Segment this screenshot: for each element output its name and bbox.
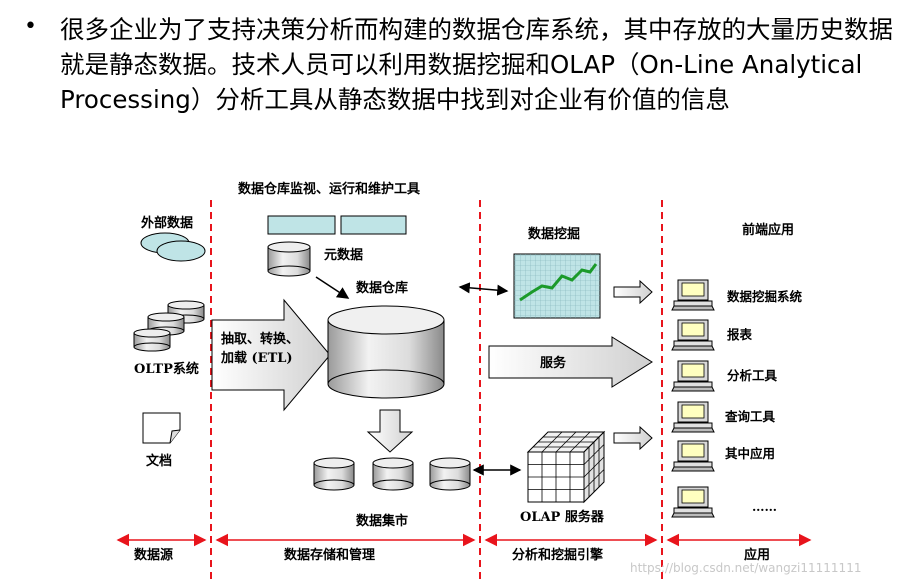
section-label-engine: 分析和挖掘引擎 [512,547,603,563]
app-label-more: …… [752,499,777,514]
watermark-text: https://blog.csdn.net/wangzi11111111 [630,561,861,575]
app-label-report: 报表 [727,327,753,342]
monitor-tool-bars [267,215,407,235]
section-label-apps: 应用 [744,547,770,563]
app-label-query: 查询工具 [724,409,776,424]
section-dividers [210,200,663,580]
oltp-db-icon [133,300,205,352]
small-arrows [613,279,653,451]
bullet-text: 很多企业为了支持决策分析而构建的数据仓库系统，其中存放的大量历史数据就是静态数据… [60,15,893,114]
data-mining-chart-icon [513,253,601,319]
warehouse-label: 数据仓库 [356,280,408,296]
data-mining-label: 数据挖掘 [528,226,580,242]
warehouse-db-icon [327,305,445,399]
app-label-other: 其中应用 [725,446,775,461]
service-label: 服务 [540,355,567,371]
etl-label-line2: 加载 (ETL) [220,350,293,366]
down-arrow [366,409,414,453]
metadata-db-icon [267,241,311,277]
warehouse-mining-arrow [458,282,509,296]
app-computer-icons [671,279,715,518]
external-data-icon [140,232,206,262]
bullet-marker: • [24,14,37,39]
section-label-source: 数据源 [134,547,173,563]
section-label-storage: 数据存储和管理 [284,547,375,563]
app-label-mining: 数据挖掘系统 [726,289,803,304]
monitor-tools-title: 数据仓库监视、运行和维护工具 [238,181,420,197]
computer-icon [671,279,715,311]
oltp-label: OLTP系统 [134,361,199,377]
frontend-title: 前端应用 [742,222,794,238]
computer-icon [671,360,715,392]
olap-cube-icon [526,430,606,504]
data-mart-icons [313,457,471,491]
data-mart-label: 数据集市 [356,513,408,529]
metadata-arrow [315,276,350,299]
computer-icon [671,401,715,433]
metadata-label: 元数据 [324,247,363,263]
document-icon [142,412,181,444]
olap-server-label: OLAP 服务器 [520,509,605,525]
computer-icon [671,319,715,351]
document-label: 文档 [146,453,172,469]
service-arrow [488,336,653,388]
etl-arrow [211,298,331,412]
computer-icon [671,486,715,518]
app-label-analysis: 分析工具 [727,368,778,383]
external-data-label: 外部数据 [140,215,193,231]
computer-icon [671,440,715,472]
etl-label-line1: 抽取、转换、 [221,331,299,347]
